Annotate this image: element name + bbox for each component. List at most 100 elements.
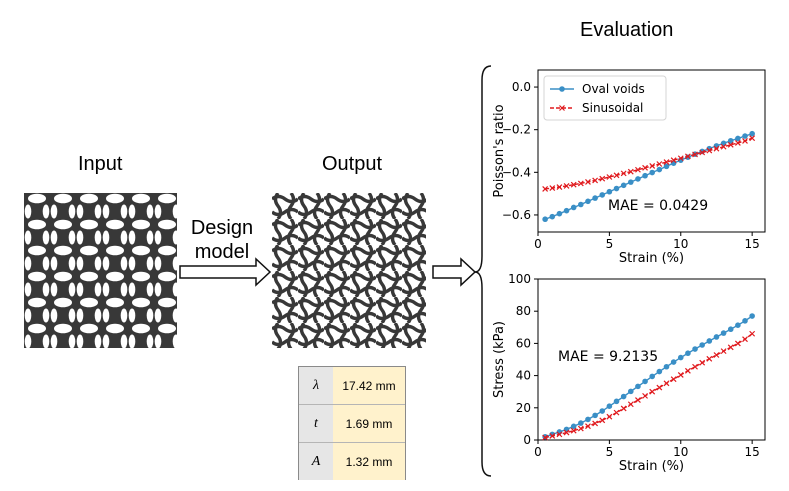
data-point-oval-voids bbox=[649, 373, 656, 380]
data-point-sinusoidal bbox=[556, 184, 563, 190]
data-point-oval-voids bbox=[620, 182, 627, 189]
x-tick-label: 0 bbox=[534, 445, 542, 459]
legend-label-sinusoidal: Sinusoidal bbox=[582, 101, 643, 115]
data-point-oval-voids bbox=[720, 330, 727, 336]
data-point-sinusoidal bbox=[627, 401, 634, 408]
data-point-sinusoidal bbox=[742, 336, 748, 343]
data-point-sinusoidal bbox=[677, 155, 684, 162]
data-point-sinusoidal bbox=[727, 141, 734, 148]
param-row-amplitude: A 1.32 mm bbox=[299, 443, 405, 480]
data-point-oval-voids bbox=[749, 313, 755, 319]
data-point-sinusoidal bbox=[627, 168, 634, 175]
data-point-oval-voids bbox=[613, 185, 620, 192]
data-point-oval-voids bbox=[670, 359, 677, 365]
y-tick-label: 20 bbox=[516, 401, 531, 415]
data-point-oval-voids bbox=[642, 378, 648, 385]
x-axis-label: Strain (%) bbox=[619, 459, 684, 474]
data-point-oval-voids bbox=[663, 163, 670, 170]
data-point-sinusoidal bbox=[570, 181, 577, 188]
data-point-sinusoidal bbox=[563, 183, 570, 189]
y-tick-label: 80 bbox=[516, 304, 531, 318]
data-point-oval-voids bbox=[713, 334, 720, 340]
data-point-sinusoidal bbox=[613, 172, 620, 179]
data-point-sinusoidal bbox=[606, 174, 613, 180]
design-arrow bbox=[179, 257, 272, 287]
x-tick-label: 10 bbox=[673, 237, 688, 251]
data-point-sinusoidal bbox=[684, 367, 691, 374]
data-point-sinusoidal bbox=[570, 427, 577, 434]
data-point-oval-voids bbox=[749, 130, 755, 137]
data-point-sinusoidal bbox=[577, 180, 584, 187]
data-point-sinusoidal bbox=[670, 376, 677, 383]
input-lattice bbox=[24, 193, 177, 348]
data-point-sinusoidal bbox=[656, 161, 663, 167]
x-axis-label: Strain (%) bbox=[619, 251, 684, 266]
data-point-oval-voids bbox=[685, 154, 691, 160]
x-tick-label: 5 bbox=[606, 445, 614, 459]
data-point-oval-voids bbox=[592, 412, 598, 419]
data-point-oval-voids bbox=[635, 383, 641, 390]
evaluation-heading: Evaluation bbox=[580, 19, 674, 41]
evaluation-arrow bbox=[432, 257, 477, 287]
data-point-sinusoidal bbox=[749, 330, 756, 337]
data-point-oval-voids bbox=[578, 201, 584, 208]
y-tick-label: 40 bbox=[516, 369, 531, 383]
data-point-sinusoidal bbox=[734, 139, 741, 146]
y-axis-label: Poisson's ratio bbox=[492, 104, 507, 197]
data-point-sinusoidal bbox=[677, 372, 684, 378]
data-point-oval-voids bbox=[677, 354, 684, 361]
data-point-oval-voids bbox=[570, 423, 577, 430]
data-point-oval-voids bbox=[599, 408, 606, 414]
data-point-oval-voids bbox=[692, 346, 698, 352]
param-value: 1.69 mm bbox=[333, 405, 405, 442]
y-tick-label: 60 bbox=[516, 336, 531, 350]
table-divider bbox=[299, 404, 405, 405]
data-point-oval-voids bbox=[635, 176, 641, 182]
data-point-oval-voids bbox=[727, 326, 734, 333]
data-point-sinusoidal bbox=[620, 405, 627, 412]
data-point-sinusoidal bbox=[542, 434, 549, 441]
data-point-sinusoidal bbox=[706, 147, 713, 154]
data-point-oval-voids bbox=[599, 192, 606, 198]
data-point-oval-voids bbox=[706, 338, 713, 344]
y-tick-label: 100 bbox=[508, 272, 531, 286]
data-point-sinusoidal bbox=[699, 359, 706, 366]
data-point-oval-voids bbox=[627, 388, 634, 395]
data-point-oval-voids bbox=[735, 135, 741, 142]
param-value: 17.42 mm bbox=[333, 367, 405, 404]
data-point-sinusoidal bbox=[749, 135, 756, 142]
design-model-label: Design model bbox=[184, 216, 260, 264]
data-point-sinusoidal bbox=[713, 352, 720, 358]
series-line-sinusoidal bbox=[545, 137, 753, 190]
data-point-sinusoidal bbox=[613, 409, 620, 416]
mae-annotation: MAE = 0.0429 bbox=[608, 198, 708, 214]
param-symbol: λ bbox=[299, 367, 333, 404]
data-point-sinusoidal bbox=[706, 355, 713, 362]
legend-marker-oval-voids bbox=[559, 86, 565, 92]
y-tick-label: −0.6 bbox=[502, 208, 531, 222]
data-point-sinusoidal bbox=[699, 149, 706, 156]
data-point-sinusoidal bbox=[734, 340, 741, 347]
data-point-oval-voids bbox=[563, 207, 570, 214]
data-point-oval-voids bbox=[613, 398, 620, 405]
data-point-oval-voids bbox=[592, 195, 598, 201]
data-point-oval-voids bbox=[556, 210, 563, 217]
data-point-sinusoidal bbox=[549, 185, 556, 192]
x-tick-label: 15 bbox=[745, 237, 760, 251]
data-point-oval-voids bbox=[656, 166, 663, 173]
data-point-oval-voids bbox=[570, 204, 577, 211]
data-point-oval-voids bbox=[542, 216, 548, 223]
data-point-sinusoidal bbox=[713, 145, 720, 152]
output-lattice bbox=[272, 193, 426, 348]
y-tick-label: −0.4 bbox=[502, 165, 531, 179]
data-point-oval-voids bbox=[677, 157, 684, 163]
data-point-sinusoidal bbox=[585, 423, 591, 430]
x-tick-label: 5 bbox=[606, 237, 614, 251]
data-point-oval-voids bbox=[735, 322, 741, 329]
data-point-sinusoidal bbox=[649, 388, 656, 395]
data-point-sinusoidal bbox=[592, 177, 599, 184]
data-point-sinusoidal bbox=[620, 170, 627, 177]
data-point-oval-voids bbox=[585, 198, 591, 205]
